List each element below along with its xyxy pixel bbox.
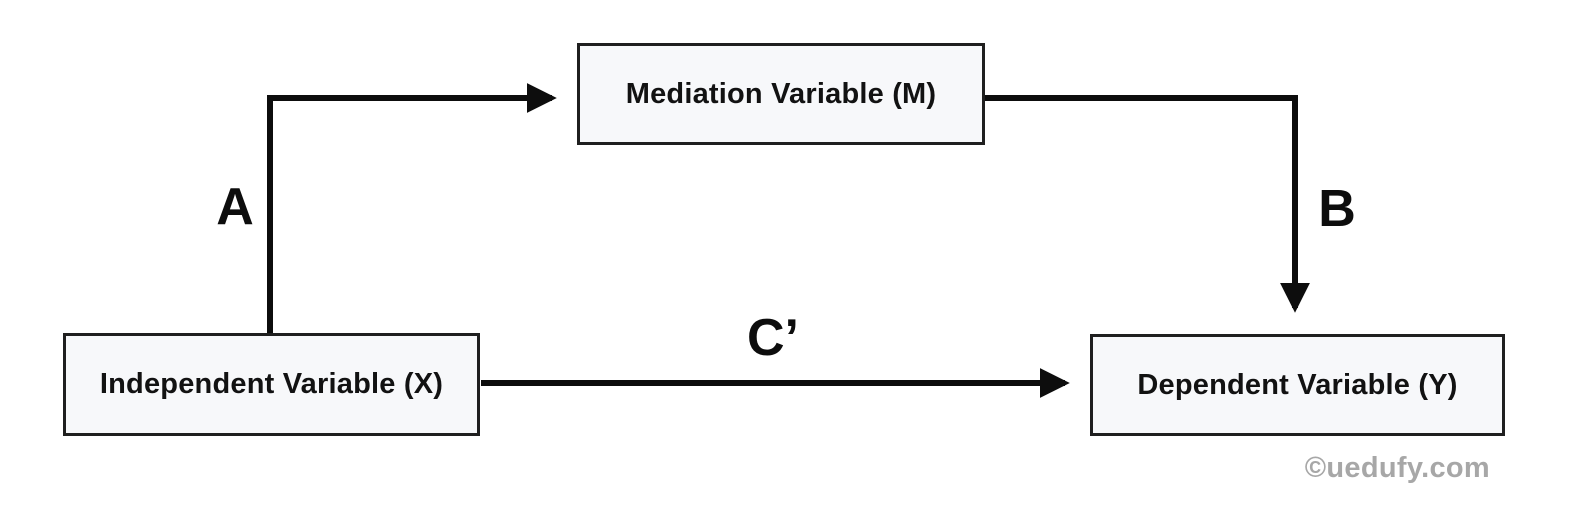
arrow-b-path [985, 95, 1310, 313]
node-independent-variable: Independent Variable (X) [63, 333, 480, 436]
node-dependent-variable-label: Dependent Variable (Y) [1137, 368, 1458, 401]
edge-label-c-prime: C’ [747, 309, 799, 367]
arrow-a-path [267, 83, 557, 336]
node-dependent-variable: Dependent Variable (Y) [1090, 334, 1505, 436]
node-mediation-variable-label: Mediation Variable (M) [625, 77, 937, 110]
node-independent-variable-label: Independent Variable (X) [99, 368, 444, 400]
edge-label-a: A [216, 178, 254, 236]
watermark: ©uedufy.com [1304, 452, 1490, 484]
node-mediation-variable: Mediation Variable (M) [577, 43, 985, 145]
edge-label-b: B [1318, 180, 1356, 238]
